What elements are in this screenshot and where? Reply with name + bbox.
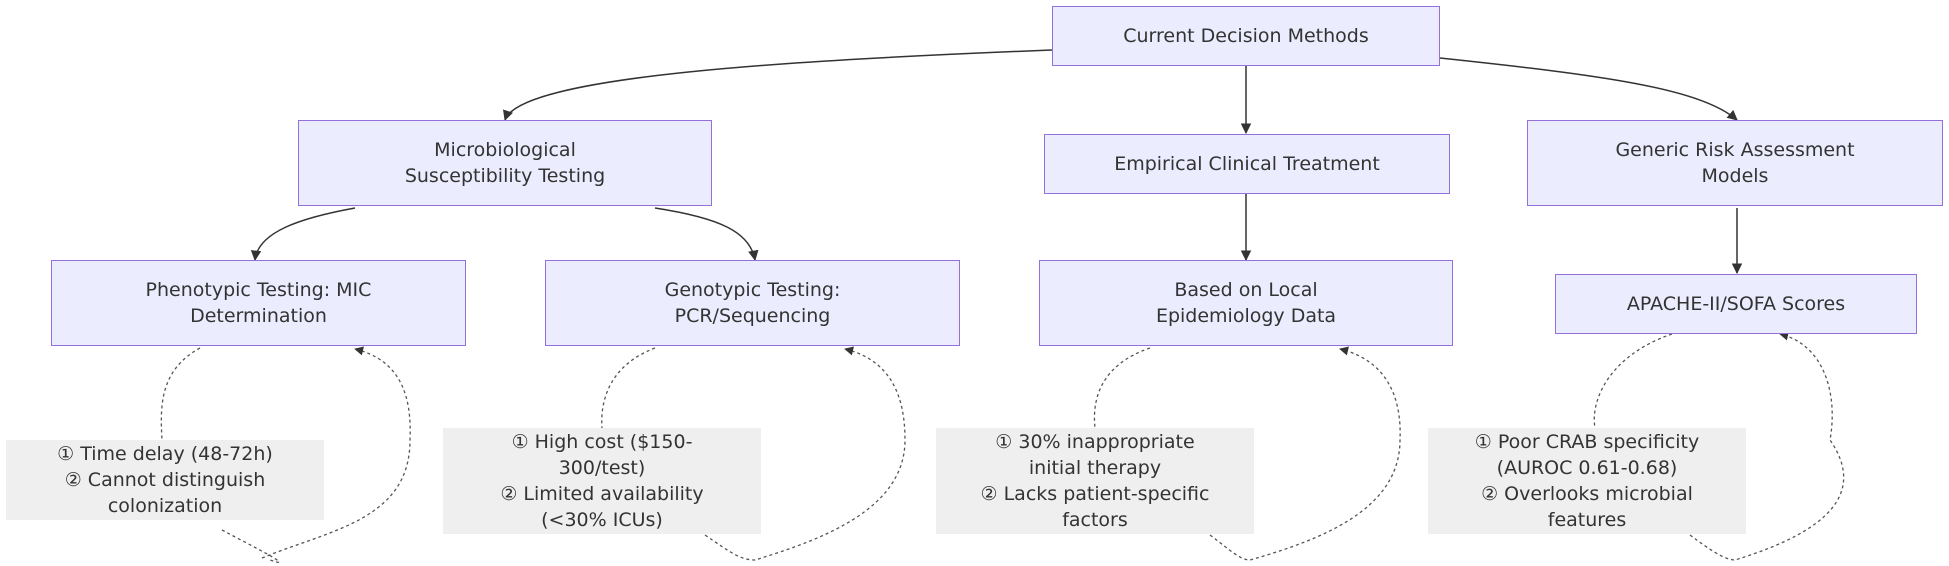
node-label-line: Phenotypic Testing: MIC [145, 279, 372, 301]
node-label-line: Determination [190, 305, 327, 327]
node-apache-sofa-scores: APACHE-II/SOFA Scores [1555, 274, 1917, 334]
note-line: initial therapy [1028, 457, 1162, 479]
edge-root-to-generic [1439, 57, 1738, 121]
node-label-line: Current Decision Methods [1123, 25, 1369, 47]
node-local-epidemiology-data: Based on Local Epidemiology Data [1039, 260, 1453, 346]
node-label-line: PCR/Sequencing [674, 305, 831, 327]
note-line: ② Cannot distinguish [64, 469, 266, 491]
note-line: 300/test) [558, 457, 646, 479]
note-line: (AUROC 0.61-0.68) [1496, 457, 1678, 479]
note-apache-limitations: ① Poor CRAB specificity (AUROC 0.61-0.68… [1428, 428, 1746, 534]
node-current-decision-methods: Current Decision Methods [1052, 6, 1440, 66]
note-line: ① Poor CRAB specificity [1474, 431, 1700, 453]
note-phenotypic-limitations: ① Time delay (48-72h) ② Cannot distingui… [6, 440, 324, 520]
node-label-line: Epidemiology Data [1155, 305, 1337, 327]
node-label-line: Models [1701, 165, 1769, 187]
note-line: (<30% ICUs) [541, 509, 663, 531]
note-line: ② Lacks patient-specific [980, 483, 1210, 505]
note-genotypic-limitations: ① High cost ($150- 300/test) ② Limited a… [443, 428, 761, 534]
node-phenotypic-testing: Phenotypic Testing: MIC Determination [51, 260, 466, 346]
note-line: ① High cost ($150- [511, 431, 693, 453]
node-label-line: Microbiological [434, 139, 576, 161]
node-label-line: Generic Risk Assessment [1615, 139, 1855, 161]
node-generic-risk-assessment-models: Generic Risk Assessment Models [1527, 120, 1943, 206]
node-label-line: Susceptibility Testing [404, 165, 606, 187]
node-label-line: Based on Local [1174, 279, 1318, 301]
note-line: ① Time delay (48-72h) [57, 443, 273, 465]
note-line: factors [1062, 509, 1128, 531]
node-genotypic-testing: Genotypic Testing: PCR/Sequencing [545, 260, 960, 346]
note-line: colonization [107, 495, 223, 517]
edge-micro-to-genotypic [654, 207, 759, 262]
edge-micro-to-phenotypic [250, 207, 356, 262]
note-line: ② Overlooks microbial [1481, 483, 1693, 505]
edge-root-to-micro [503, 49, 1053, 121]
node-label-line: Genotypic Testing: [664, 279, 841, 301]
note-line: ① 30% inappropriate [995, 431, 1195, 453]
node-empirical-clinical-treatment: Empirical Clinical Treatment [1044, 134, 1450, 194]
node-microbiological-susceptibility-testing: Microbiological Susceptibility Testing [298, 120, 712, 206]
node-label-line: Empirical Clinical Treatment [1114, 153, 1380, 175]
note-line: features [1547, 509, 1627, 531]
note-local-limitations: ① 30% inappropriate initial therapy ② La… [936, 428, 1254, 534]
node-label-line: APACHE-II/SOFA Scores [1626, 293, 1846, 315]
note-line: ② Limited availability [500, 483, 704, 505]
